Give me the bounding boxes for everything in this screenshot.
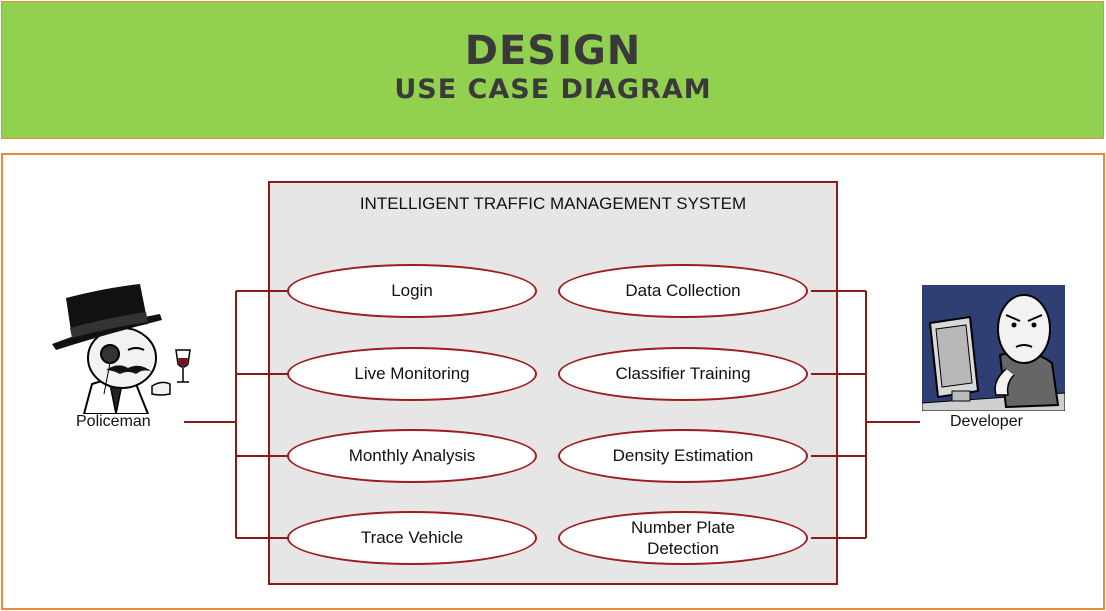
usecase-label: Login [391,281,433,301]
usecase-label: Trace Vehicle [360,528,464,548]
system-name: INTELLIGENT TRAFFIC MANAGEMENT SYSTEM [359,194,747,213]
usecase-data-collection: Data Collection [558,264,808,318]
usecase-label: Data Collection [625,281,741,301]
usecase-density-estimation: Density Estimation [558,429,808,483]
policeman-meme-icon [52,284,191,414]
usecase-label: Number Plate Detection [631,517,735,558]
page-subtitle: USE CASE DIAGRAM [394,74,712,105]
usecase-trace-vehicle: Trace Vehicle [287,511,537,565]
usecase-monthly-analysis: Monthly Analysis [287,429,537,483]
usecase-live-monitoring: Live Monitoring [287,347,537,401]
usecase-label: Monthly Analysis [348,446,476,466]
developer-meme-icon [922,285,1065,411]
usecase-label: Classifier Training [615,364,751,384]
page-title: DESIGN [464,28,642,74]
usecase-login: Login [287,264,537,318]
actor-label-policeman: Policeman [76,413,151,430]
header-banner [1,1,1104,139]
actor-label-developer: Developer [950,413,1023,430]
usecase-label: Live Monitoring [354,364,470,384]
usecase-label: Density Estimation [612,446,754,466]
usecase-number-plate-detection: Number Plate Detection [558,511,808,565]
usecase-classifier-training: Classifier Training [558,347,808,401]
